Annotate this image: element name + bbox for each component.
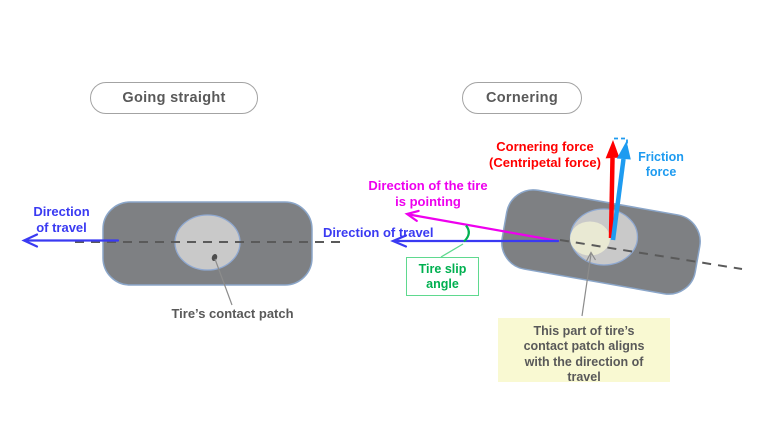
- tire-slip-angle-box: Tire slip angle: [406, 257, 479, 296]
- right-tire-group: [390, 137, 743, 317]
- tire-pointing-arrowhead-icon: [404, 209, 420, 222]
- cornering-force-arrowhead-icon: [605, 140, 620, 159]
- left-direction-of-travel-arrowhead-icon: [21, 233, 39, 248]
- tire-pointing-label: Direction of the tire is pointing: [368, 178, 488, 209]
- left-contact-patch-label: Tire’s contact patch: [171, 306, 294, 321]
- right-direction-of-travel-label: Direction of travel: [323, 225, 434, 240]
- friction-force-arrow: [610, 158, 626, 241]
- badge-cornering: Cornering: [462, 82, 582, 114]
- cornering-force-arrow: [608, 157, 615, 239]
- friction-force-label: Friction force: [638, 150, 684, 179]
- note-leader-line: [581, 253, 592, 317]
- force-equality-bracket-icon: [614, 137, 628, 152]
- left-patch-leader-line: [214, 258, 233, 306]
- left-patch-anchor-dot: [211, 254, 218, 261]
- right-direction-of-travel-arrowhead-icon: [390, 234, 408, 248]
- friction-force-arrowhead-icon: [616, 141, 631, 160]
- left-tire-group: [21, 201, 345, 306]
- contact-patch-note-box: This part of tire’s contact patch aligns…: [498, 318, 670, 384]
- tire-pointing-arrow: [407, 213, 560, 243]
- slip-angle-arc: [463, 224, 470, 243]
- slip-angle-leader-line: [440, 243, 464, 258]
- left-direction-of-travel-label: Direction of travel: [33, 204, 90, 235]
- badge-going-straight: Going straight: [90, 82, 258, 114]
- cornering-force-label: Cornering force (Centripetal force): [489, 139, 601, 170]
- right-patch-aligned-area: [570, 221, 610, 256]
- note-leader-arrowhead-icon: [585, 251, 597, 262]
